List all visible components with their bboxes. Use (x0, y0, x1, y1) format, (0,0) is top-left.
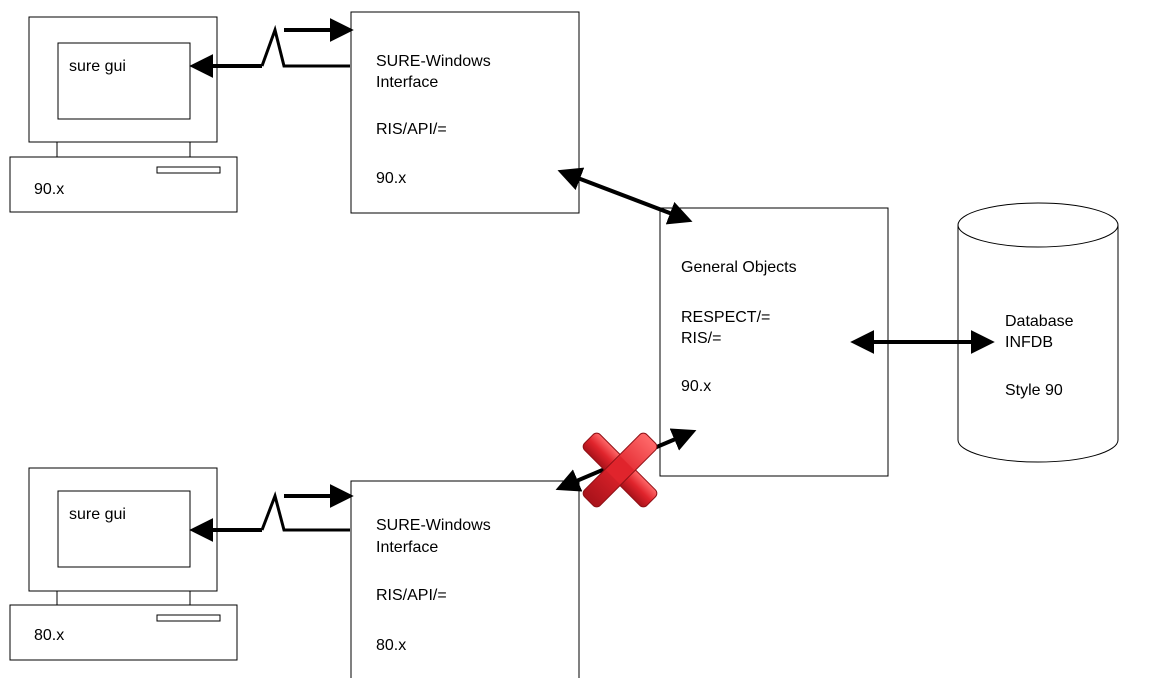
database-line3: Style 90 (1005, 382, 1063, 399)
database-line2: INFDB (1005, 334, 1053, 351)
bottom-drive-slot (156, 614, 221, 622)
top-client-computer: sure gui 90.x (9, 16, 238, 213)
top-interface-line1: SURE-Windows (376, 53, 491, 70)
general-objects-box: General Objects RESPECT/= RIS/= 90.x (659, 207, 889, 477)
bottom-client-computer: sure gui 80.x (9, 467, 238, 661)
bottom-interface-line1: SURE-Windows (376, 517, 491, 534)
top-interface-line2: Interface (376, 74, 438, 91)
database-cylinder: Database INFDB Style 90 (957, 202, 1119, 463)
general-objects-line3: RIS/= (681, 330, 721, 347)
bottom-version-label: 80.x (34, 627, 64, 644)
red-x-icon (582, 432, 658, 508)
bottom-screen-label: sure gui (69, 506, 126, 523)
bottom-interface-line4: 80.x (376, 637, 406, 654)
top-interface-to-general-objects-arrow (557, 167, 693, 225)
top-client-link (189, 18, 354, 78)
bottom-screen (57, 490, 191, 568)
top-screen-label: sure gui (69, 58, 126, 75)
general-objects-line2: RESPECT/= (681, 309, 770, 326)
top-drive-slot (156, 166, 221, 174)
database-line1: Database (1005, 313, 1074, 330)
top-interface-line3: RIS/API/= (376, 121, 447, 138)
bottom-base-unit (9, 604, 238, 661)
bottom-interface-line2: Interface (376, 539, 438, 556)
top-base-unit (9, 156, 238, 213)
bottom-client-link (189, 484, 354, 542)
top-interface-line4: 90.x (376, 170, 406, 187)
top-screen (57, 42, 191, 120)
general-objects-line4: 90.x (681, 378, 711, 395)
top-version-label: 90.x (34, 181, 64, 198)
top-interface-box: SURE-Windows Interface RIS/API/= 90.x (350, 11, 580, 214)
bottom-interface-box: SURE-Windows Interface RIS/API/= 80.x (350, 480, 580, 678)
bottom-interface-line3: RIS/API/= (376, 587, 447, 604)
general-objects-line1: General Objects (681, 259, 797, 276)
